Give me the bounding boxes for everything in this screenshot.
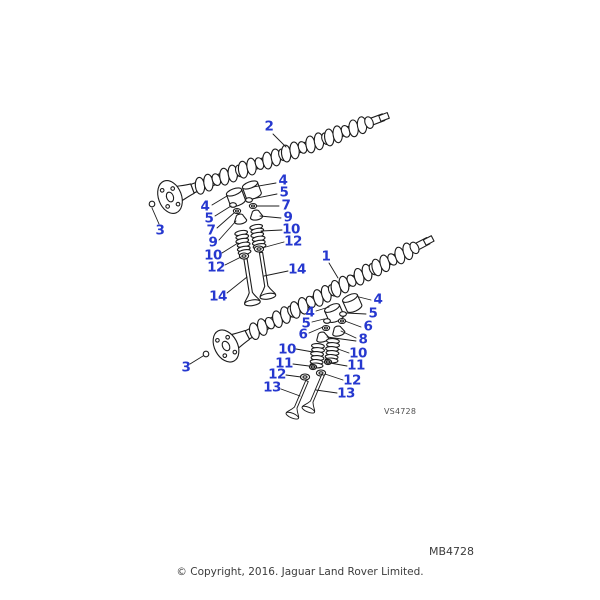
leader-line — [260, 229, 283, 232]
leader-line — [189, 355, 204, 365]
callout-6: 6 — [298, 326, 308, 343]
leader-line — [272, 133, 287, 148]
leader-line — [329, 362, 348, 367]
leader-line — [226, 276, 248, 294]
leader-line — [358, 296, 372, 301]
leader-line — [211, 195, 228, 206]
leader-line — [259, 215, 282, 219]
callout-4: 4 — [278, 172, 288, 189]
leader-line — [285, 374, 302, 378]
leader-line — [221, 242, 239, 254]
callout-10: 10 — [278, 341, 296, 358]
leader-line — [311, 318, 325, 323]
leader-line — [214, 205, 232, 217]
leader-line — [280, 388, 301, 397]
page-ref: MB4728 — [429, 545, 475, 558]
callout-12: 12 — [268, 366, 286, 383]
leader-line — [315, 389, 338, 394]
callout-10: 10 — [349, 345, 367, 362]
leader-line — [345, 312, 367, 315]
callout-11: 11 — [347, 357, 365, 374]
callout-12: 12 — [343, 372, 361, 389]
callout-12: 12 — [284, 233, 302, 250]
leader-line — [308, 326, 324, 334]
leader-line — [326, 336, 357, 342]
leader-line — [295, 348, 314, 353]
leader-line — [337, 348, 350, 354]
leader-line — [218, 220, 237, 241]
callout-4: 4 — [305, 304, 315, 321]
callout-6: 6 — [363, 318, 373, 335]
callout-11: 11 — [275, 355, 293, 372]
callout-5: 5 — [301, 315, 311, 332]
leader-line — [251, 193, 278, 200]
callout-10: 10 — [204, 247, 222, 264]
callout-10: 10 — [282, 221, 300, 238]
leader-line — [292, 363, 310, 367]
callout-3: 3 — [155, 222, 165, 239]
callout-7: 7 — [206, 222, 216, 239]
drawing-ref: VS4728 — [384, 407, 417, 416]
callout-4: 4 — [200, 198, 210, 215]
leader-line — [324, 373, 344, 381]
callout-3: 3 — [181, 359, 191, 376]
leader-line — [261, 241, 285, 249]
callout-7: 7 — [281, 197, 291, 214]
callout-13: 13 — [337, 385, 355, 402]
callout-5: 5 — [279, 184, 289, 201]
callout-14: 14 — [288, 261, 306, 278]
leader-line — [344, 320, 362, 328]
ball-plug-top — [148, 200, 156, 208]
ball-plug-bottom — [202, 350, 210, 358]
copyright-text: © Copyright, 2016. Jaguar Land Rover Lim… — [176, 566, 424, 578]
callout-9: 9 — [208, 234, 218, 251]
callout-5: 5 — [368, 305, 378, 322]
leader-line — [340, 330, 357, 339]
camshaft-2-drawing — [153, 99, 394, 216]
callout-13: 13 — [263, 379, 281, 396]
leader-line — [315, 306, 330, 312]
callout-9: 9 — [283, 209, 293, 226]
callout-5: 5 — [204, 210, 214, 227]
leader-line — [224, 256, 242, 266]
leader-line — [252, 182, 277, 188]
callout-8: 8 — [358, 331, 368, 348]
callout-14: 14 — [209, 288, 227, 305]
callout-1: 1 — [321, 248, 331, 265]
leader-lines — [151, 133, 372, 397]
leader-line — [151, 207, 160, 225]
leader-line — [328, 262, 339, 279]
callout-12: 12 — [207, 259, 225, 276]
callout-2: 2 — [264, 118, 274, 135]
callout-4: 4 — [373, 291, 383, 308]
leader-line — [263, 270, 289, 277]
leader-line — [216, 212, 235, 229]
